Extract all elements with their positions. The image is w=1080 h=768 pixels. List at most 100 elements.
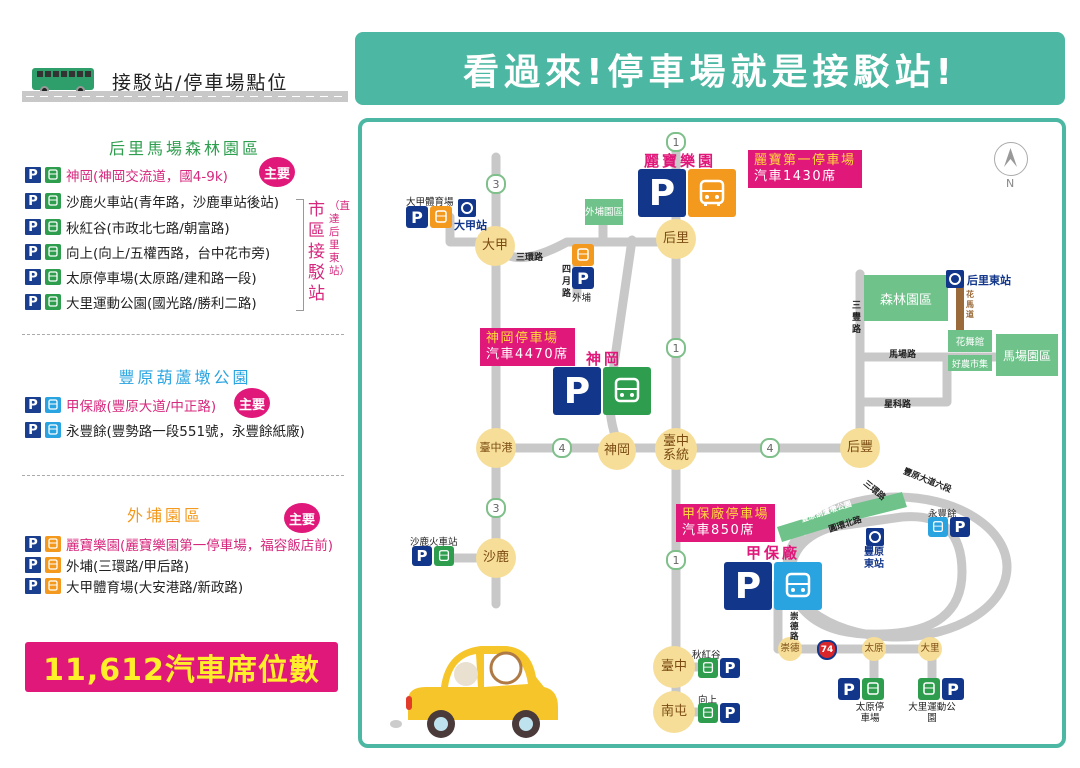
- bus-icon: [45, 578, 61, 594]
- list-item[interactable]: P 太原停車場(太原路/建和路一段): [25, 268, 257, 287]
- dali-label: 大里運動公園: [908, 702, 956, 724]
- list-item[interactable]: P 大甲體育場(大安港路/新政路): [25, 577, 244, 596]
- section-title-fengyuan: 豐原葫蘆墩公園: [118, 368, 252, 387]
- bus-icon: [45, 294, 61, 310]
- train-station-icon: [946, 270, 964, 288]
- parking-icon: P: [25, 193, 41, 209]
- map[interactable]: N 1 3 1 4 4 3 1 74 大甲 后里 臺中港 神岡 臺中系統 后豐 …: [358, 118, 1066, 748]
- node-houli[interactable]: 后里: [656, 219, 696, 259]
- parking-icon[interactable]: P: [638, 169, 686, 217]
- node-taichung-port[interactable]: 臺中港: [476, 428, 516, 468]
- bus-icon[interactable]: [774, 562, 822, 610]
- houli-east-label: 后里東站: [967, 274, 1011, 287]
- item-label: 沙鹿火車站(青年路，沙鹿車站後站): [66, 195, 280, 211]
- node-houfeng[interactable]: 后豐: [840, 428, 880, 468]
- bus-icon[interactable]: [603, 367, 651, 415]
- highway-74-icon: 74: [817, 640, 837, 660]
- parking-icon: P: [25, 422, 41, 438]
- bus-icon: [32, 68, 94, 95]
- highway-1-icon: 1: [666, 132, 686, 152]
- parking-icon[interactable]: P: [724, 562, 772, 610]
- node-taiyuan[interactable]: 太原: [862, 637, 886, 661]
- node-dali[interactable]: 大里: [918, 637, 942, 661]
- divider: [22, 334, 344, 335]
- list-item[interactable]: P 向上(向上/五權西路，台中花市旁): [25, 243, 271, 262]
- compass-label: N: [1006, 177, 1015, 190]
- bus-icon[interactable]: [698, 658, 718, 678]
- bus-icon[interactable]: [572, 244, 594, 266]
- bus-icon: [45, 193, 61, 209]
- parking-icon: P: [25, 244, 41, 260]
- parking-icon[interactable]: P: [720, 703, 740, 723]
- callout-seats: 汽車850席: [682, 523, 755, 538]
- parking-icon[interactable]: P: [720, 658, 740, 678]
- parking-icon: P: [25, 578, 41, 594]
- parking-icon[interactable]: P: [950, 517, 970, 537]
- yongfengyu-label: 永豐餘: [928, 509, 957, 520]
- node-taichung[interactable]: 臺中: [653, 646, 695, 688]
- item-label: 永豐餘(豐勢路一段551號，永豐餘紙廠): [66, 424, 305, 440]
- node-dajia[interactable]: 大甲: [475, 226, 515, 266]
- parking-icon[interactable]: P: [838, 678, 860, 700]
- callout-title: 甲保廠停車場: [682, 507, 770, 522]
- section-title-waipu: 外埔園區: [126, 506, 203, 525]
- train-station-icon: [458, 199, 476, 217]
- road-decoration: [22, 91, 348, 102]
- forest-park[interactable]: 森林園區: [864, 275, 948, 321]
- shalu-station-label: 沙鹿火車站: [410, 537, 458, 548]
- bus-icon[interactable]: [918, 678, 940, 700]
- item-label: 向上(向上/五權西路，台中花市旁): [66, 246, 271, 262]
- callout-title: 神岡停車場: [486, 331, 559, 346]
- item-label: 麗寶樂園(麗寶樂園第一停車場，福容飯店前): [66, 538, 334, 554]
- dajia-station-label: 大甲站: [454, 219, 487, 232]
- total-seats-badge: 11,612汽車席位數: [25, 642, 338, 692]
- flower-dance-hall[interactable]: 花舞館: [948, 330, 992, 352]
- list-item[interactable]: P 大里運動公園(國光路/勝利二路): [25, 293, 257, 312]
- list-item[interactable]: P 甲保廠(豐原大道/中正路): [25, 396, 217, 415]
- farmers-market[interactable]: 好農市集: [948, 355, 992, 371]
- highway-3-icon: 3: [486, 498, 506, 518]
- parking-icon[interactable]: P: [572, 267, 594, 289]
- waipu-stop-label: 外埔: [572, 293, 592, 304]
- taiyuan-label: 太原停車場: [855, 702, 885, 724]
- bus-icon[interactable]: [698, 703, 718, 723]
- shengang-callout: 神岡停車場 汽車4470席: [480, 328, 575, 366]
- bus-icon[interactable]: [928, 517, 948, 537]
- city-shuttle-sublabel: （直達后里東站）: [329, 200, 350, 277]
- list-item[interactable]: P 秋紅谷(市政北七路/朝富路): [25, 218, 230, 237]
- item-label: 甲保廠(豐原大道/中正路): [66, 399, 217, 415]
- list-item[interactable]: P 麗寶樂園(麗寶樂園第一停車場，福容飯店前): [25, 535, 334, 554]
- parking-icon[interactable]: P: [553, 367, 601, 415]
- parking-icon[interactable]: P: [406, 206, 428, 228]
- bus-icon: [45, 557, 61, 573]
- bus-icon[interactable]: [430, 206, 452, 228]
- node-shalu[interactable]: 沙鹿: [476, 538, 516, 578]
- node-chongde[interactable]: 崇德: [778, 637, 802, 661]
- list-item[interactable]: P 外埔(三環路/甲后路): [25, 556, 189, 575]
- highway-1-icon: 1: [666, 550, 686, 570]
- list-item[interactable]: P 沙鹿火車站(青年路，沙鹿車站後站): [25, 192, 280, 211]
- highway-4-icon: 4: [552, 438, 572, 458]
- node-taichung-system[interactable]: 臺中系統: [655, 428, 697, 470]
- city-shuttle-label: 市區接駁站: [308, 200, 325, 304]
- parking-icon: P: [25, 294, 41, 310]
- parking-icon: P: [25, 557, 41, 573]
- bus-icon[interactable]: [434, 546, 454, 566]
- item-label: 大甲體育場(大安港路/新政路): [66, 580, 244, 596]
- xiangshang-label: 向上: [698, 695, 718, 706]
- lihpao-callout: 麗寶第一停車場 汽車1430席: [748, 150, 862, 188]
- item-label: 秋紅谷(市政北七路/朝富路): [66, 221, 230, 237]
- node-nantun[interactable]: 南屯: [653, 691, 695, 733]
- bracket: [296, 199, 304, 311]
- waipu-park[interactable]: 外埔園區: [585, 199, 623, 225]
- list-item[interactable]: P 神岡(神岡交流道，國4-9k): [25, 166, 228, 185]
- node-shengang[interactable]: 神岡: [598, 432, 636, 470]
- bus-icon[interactable]: [688, 169, 736, 217]
- horse-park[interactable]: 馬場園區: [996, 334, 1058, 376]
- bus-icon: [45, 269, 61, 285]
- bus-icon[interactable]: [862, 678, 884, 700]
- parking-icon[interactable]: P: [942, 678, 964, 700]
- item-label: 太原停車場(太原路/建和路一段): [66, 271, 257, 287]
- parking-icon[interactable]: P: [412, 546, 432, 566]
- list-item[interactable]: P 永豐餘(豐勢路一段551號，永豐餘紙廠): [25, 421, 305, 440]
